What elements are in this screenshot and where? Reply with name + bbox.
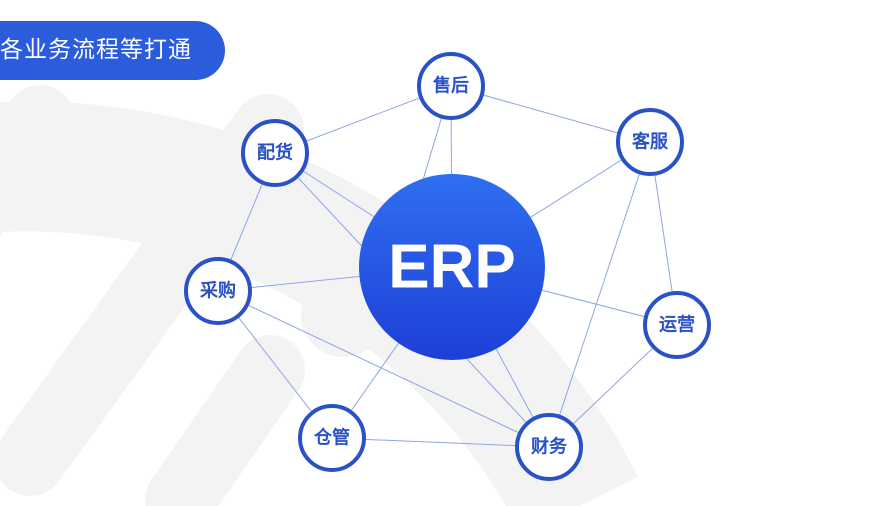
node-cangguan: 仓管 (298, 404, 366, 472)
node-label-shouhou: 售后 (433, 75, 469, 97)
node-shouhou: 售后 (417, 52, 485, 120)
node-label-peihuo: 配货 (257, 142, 293, 164)
edge-caigou-caiwu (217, 290, 550, 448)
node-circle (184, 257, 252, 325)
node-circle (616, 108, 684, 176)
node-circle (643, 291, 711, 359)
node-label-caigou: 采购 (199, 280, 236, 302)
node-yunying: 运营 (643, 291, 711, 359)
node-label-kefu: 客服 (632, 131, 669, 153)
edge-cangguan-caiwu (331, 437, 550, 448)
node-label-cangguan: 仓管 (313, 427, 350, 449)
node-label-yunying: 运营 (659, 314, 695, 336)
node-caigou: 采购 (184, 257, 252, 325)
node-caiwu: 财务 (515, 413, 583, 481)
banner-text: 各业务流程等打通 (0, 37, 192, 63)
node-peihuo: 配货 (241, 119, 309, 187)
erp-center-node: ERP (359, 174, 545, 360)
node-circle (298, 404, 366, 472)
erp-center-label: ERP (388, 233, 515, 302)
banner: 各业务流程等打通 (0, 21, 225, 80)
node-circle (417, 52, 485, 120)
edge-shouhou-kefu (450, 85, 651, 143)
node-label-caiwu: 财务 (531, 436, 568, 458)
node-circle (241, 119, 309, 187)
edge-kefu-caiwu (548, 141, 651, 448)
erp-center-circle (359, 174, 545, 360)
node-kefu: 客服 (616, 108, 684, 176)
node-circle (515, 413, 583, 481)
